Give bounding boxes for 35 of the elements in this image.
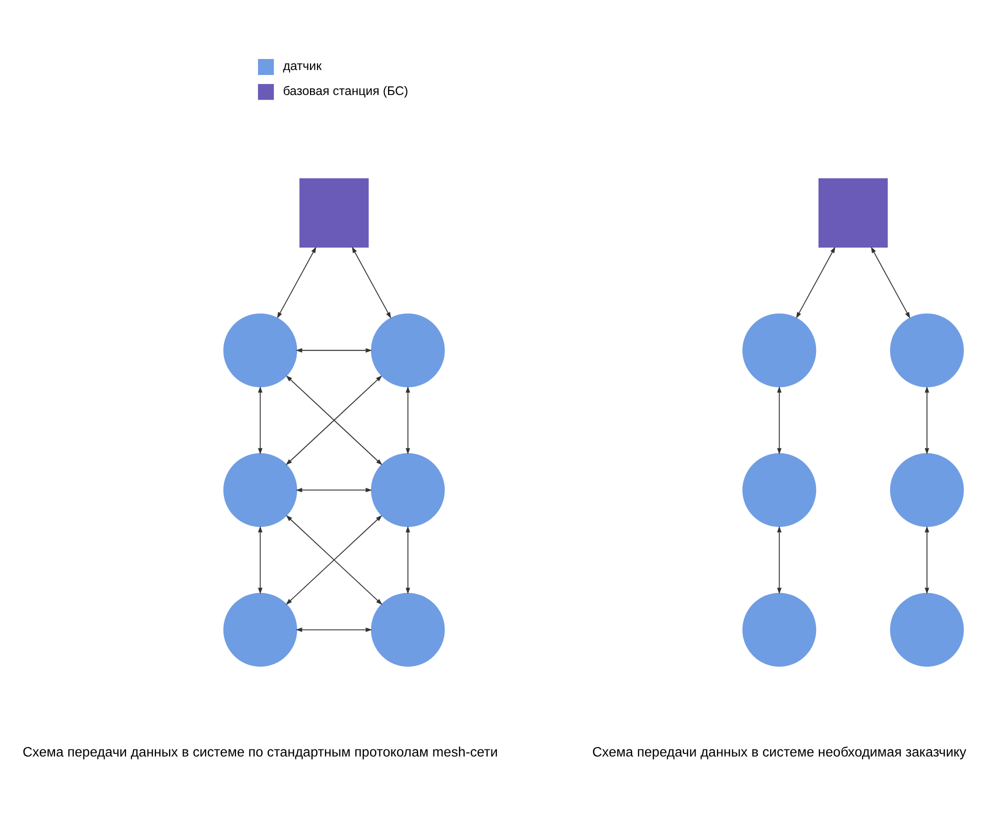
arrow [406, 386, 410, 454]
legend-label: базовая станция (БС) [282, 84, 408, 98]
arrow [406, 526, 410, 594]
node-circle [742, 592, 816, 667]
arrow [924, 386, 930, 454]
label: Схема передачи данных в системе по стандартным протоколам mesh-сети [22, 744, 498, 760]
node-circle [370, 313, 445, 388]
arrow [352, 246, 392, 318]
arrow [777, 526, 782, 594]
arrow [296, 628, 372, 632]
node-circle [370, 592, 445, 667]
arrow [924, 526, 930, 594]
arrow [258, 386, 262, 454]
arrow [286, 375, 382, 466]
node-circle [223, 453, 298, 527]
node-box [299, 178, 369, 248]
node-circle [890, 313, 964, 388]
arrow [258, 526, 262, 594]
node-circle [223, 592, 298, 667]
node-circle [742, 313, 816, 388]
arrow [777, 386, 782, 454]
node-circle [742, 453, 816, 527]
arrow [296, 488, 372, 492]
arrow [277, 246, 316, 318]
arrow [296, 348, 372, 353]
node-circle [890, 453, 964, 527]
node-circle [890, 592, 964, 667]
node-circle [370, 453, 445, 527]
arrow [796, 246, 836, 318]
label: Схема передачи данных в системе необходимая заказчику [592, 744, 966, 760]
legend-label: датчик [282, 59, 322, 74]
node-circle [223, 313, 298, 388]
node-box [818, 178, 888, 248]
arrow [286, 515, 382, 605]
arrow [870, 246, 910, 318]
